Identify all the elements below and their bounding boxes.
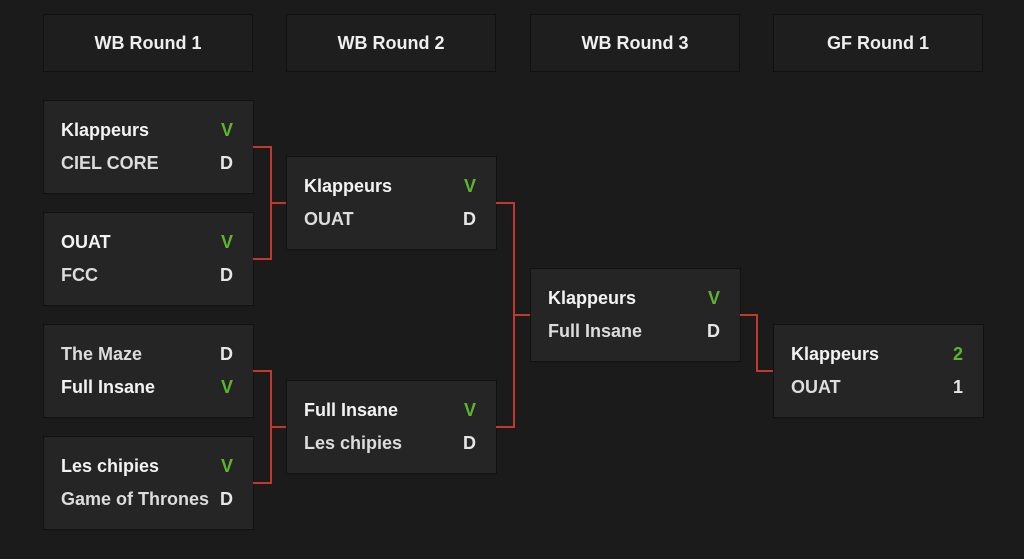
- team-name: The Maze: [61, 343, 143, 364]
- team-row[interactable]: Klappeurs V: [61, 118, 233, 142]
- round-header: WB Round 2: [286, 14, 496, 72]
- team-row[interactable]: OUAT D: [304, 207, 476, 231]
- match-card[interactable]: OUAT V FCC D: [43, 212, 254, 306]
- round-header: WB Round 3: [530, 14, 740, 72]
- connector-line: [253, 258, 270, 260]
- team-result: V: [707, 287, 720, 308]
- team-result: D: [220, 264, 233, 285]
- team-row[interactable]: Klappeurs V: [304, 174, 476, 198]
- team-row[interactable]: Les chipies V: [61, 454, 233, 478]
- team-result: 2: [952, 343, 963, 364]
- connector-line: [496, 202, 513, 204]
- team-row[interactable]: OUAT 1: [791, 375, 963, 399]
- team-name: Klappeurs: [791, 343, 880, 364]
- connector-line: [270, 426, 286, 428]
- match-card[interactable]: Klappeurs V OUAT D: [286, 156, 497, 250]
- connector-line: [756, 314, 758, 370]
- team-name: Full Insane: [61, 376, 156, 397]
- team-row[interactable]: Les chipies D: [304, 431, 476, 455]
- connector-line: [496, 426, 513, 428]
- match-card[interactable]: Full Insane V Les chipies D: [286, 380, 497, 474]
- connector-line: [253, 146, 270, 148]
- team-result: V: [220, 455, 233, 476]
- match-card[interactable]: Les chipies V Game of Thrones D: [43, 436, 254, 530]
- team-name: Les chipies: [304, 432, 403, 453]
- team-name: Full Insane: [304, 399, 399, 420]
- team-result: V: [220, 376, 233, 397]
- connector-line: [253, 482, 270, 484]
- match-card[interactable]: Klappeurs V Full Insane D: [530, 268, 741, 362]
- team-row[interactable]: Full Insane D: [548, 319, 720, 343]
- team-name: Klappeurs: [61, 119, 150, 140]
- team-result: V: [220, 231, 233, 252]
- team-result: D: [220, 343, 233, 364]
- team-name: Les chipies: [61, 455, 160, 476]
- team-result: D: [707, 320, 720, 341]
- team-row[interactable]: FCC D: [61, 263, 233, 287]
- team-row[interactable]: Full Insane V: [61, 375, 233, 399]
- team-result: V: [463, 399, 476, 420]
- team-name: FCC: [61, 264, 98, 285]
- team-name: CIEL CORE: [61, 152, 159, 173]
- team-name: OUAT: [61, 231, 111, 252]
- team-result: D: [463, 208, 476, 229]
- connector-line: [253, 370, 270, 372]
- match-card[interactable]: The Maze D Full Insane V: [43, 324, 254, 418]
- round-header: WB Round 1: [43, 14, 253, 72]
- team-result: D: [220, 488, 233, 509]
- team-result: D: [220, 152, 233, 173]
- team-row[interactable]: The Maze D: [61, 342, 233, 366]
- team-name: Full Insane: [548, 320, 643, 341]
- team-name: Klappeurs: [548, 287, 637, 308]
- team-result: V: [220, 119, 233, 140]
- team-row[interactable]: OUAT V: [61, 230, 233, 254]
- team-row[interactable]: Full Insane V: [304, 398, 476, 422]
- team-result: V: [463, 175, 476, 196]
- connector-line: [513, 314, 530, 316]
- team-name: Klappeurs: [304, 175, 393, 196]
- connector-line: [756, 370, 773, 372]
- match-card[interactable]: Klappeurs V CIEL CORE D: [43, 100, 254, 194]
- team-result: 1: [952, 376, 963, 397]
- team-row[interactable]: Klappeurs 2: [791, 342, 963, 366]
- team-name: OUAT: [791, 376, 841, 397]
- team-result: D: [463, 432, 476, 453]
- team-row[interactable]: CIEL CORE D: [61, 151, 233, 175]
- connector-line: [270, 202, 286, 204]
- team-name: Game of Thrones: [61, 488, 210, 509]
- round-header: GF Round 1: [773, 14, 983, 72]
- connector-line: [740, 314, 756, 316]
- team-name: OUAT: [304, 208, 354, 229]
- team-row[interactable]: Game of Thrones D: [61, 487, 233, 511]
- team-row[interactable]: Klappeurs V: [548, 286, 720, 310]
